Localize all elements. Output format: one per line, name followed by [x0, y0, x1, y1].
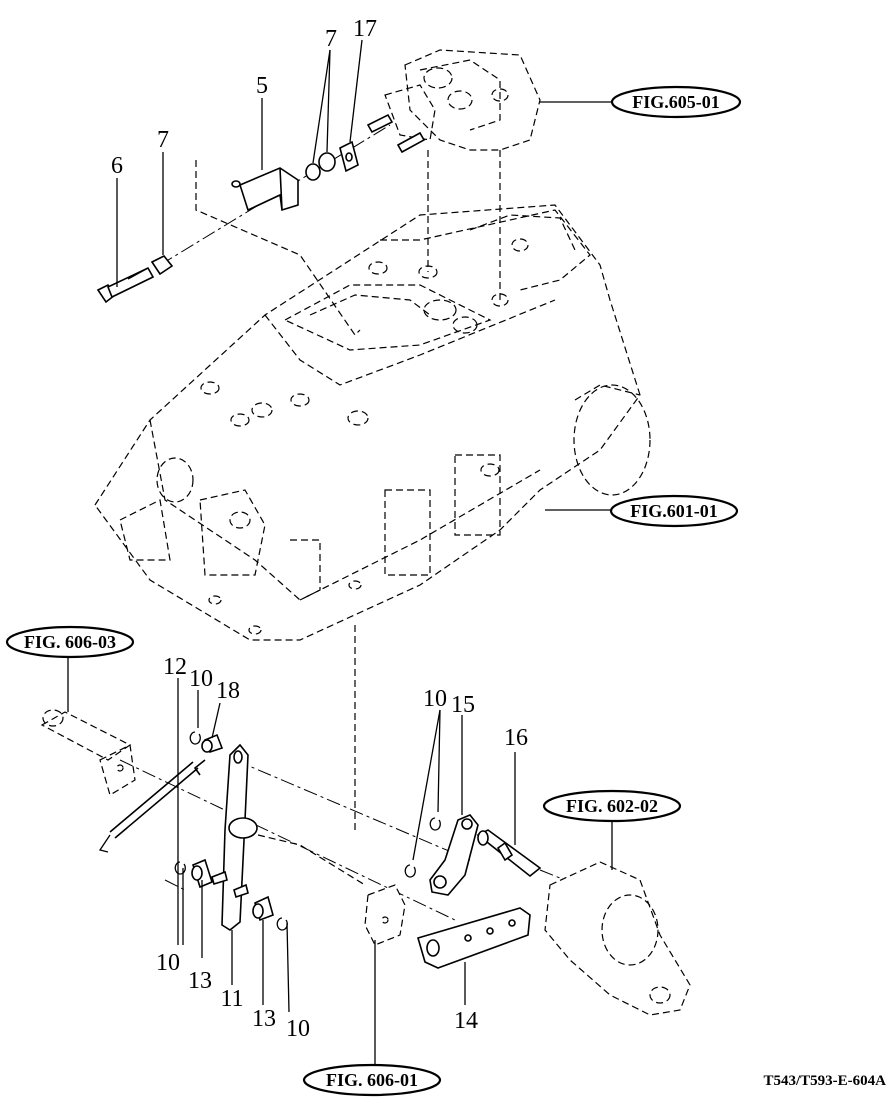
- callout-11: 11: [220, 986, 243, 1012]
- fig-ref-605-01-label: FIG.605-01: [632, 92, 720, 112]
- part-13-roller-right: [252, 895, 274, 922]
- hydraulic-housing-phantom: [94, 204, 651, 641]
- callout-10-top-left: 10: [189, 666, 213, 692]
- callout-13-left: 13: [188, 968, 212, 994]
- shaft-phantom-lower: [257, 834, 406, 946]
- fig-ref-606-01[interactable]: FIG. 606-01: [302, 1063, 442, 1097]
- callout-15: 15: [451, 692, 475, 718]
- drawing-code: T543/T593-E-604A: [763, 1073, 886, 1089]
- part-13-roller-left: [191, 858, 213, 889]
- callout-7-upper: 7: [325, 26, 337, 52]
- control-valve-phantom: [384, 49, 541, 151]
- callout-16: 16: [504, 725, 528, 751]
- lift-arm-phantom: [544, 861, 691, 1016]
- fig-ref-602-02-label: FIG. 602-02: [566, 796, 658, 816]
- callout-7-lower: 7: [157, 127, 169, 153]
- part-6-bolt: [96, 266, 155, 304]
- fig-ref-606-03-label: FIG. 606-03: [24, 632, 116, 652]
- lever-pins: [211, 870, 249, 899]
- callout-12: 12: [163, 654, 187, 680]
- part-14-plate: [417, 907, 531, 969]
- part-5-bracket: [231, 167, 299, 212]
- fig-ref-602-02[interactable]: FIG. 602-02: [542, 789, 682, 823]
- leader-lines: [67, 39, 613, 1065]
- lift-shaft-phantom: [40, 709, 136, 796]
- callout-14: 14: [454, 1008, 478, 1034]
- part-7-nuts-upper: [305, 152, 336, 181]
- callout-5: 5: [256, 73, 268, 99]
- part-17-gasket: [339, 140, 359, 173]
- part-7-nut-lower: [150, 254, 174, 276]
- callout-10-top-right: 10: [423, 686, 447, 712]
- fig-ref-606-03[interactable]: FIG. 606-03: [5, 625, 135, 659]
- valve-studs: [366, 113, 426, 154]
- callout-10-bottom-left: 10: [156, 950, 180, 976]
- callout-18: 18: [216, 678, 240, 704]
- callout-6: 6: [111, 153, 123, 179]
- fig-ref-606-01-label: FIG. 606-01: [326, 1070, 418, 1090]
- callout-10-bottom-right: 10: [286, 1016, 310, 1042]
- part-16-pin: [476, 829, 542, 878]
- part-11-lever: [221, 743, 258, 931]
- part-18-roller: [201, 733, 224, 753]
- fig-ref-601-01[interactable]: FIG.601-01: [609, 494, 739, 528]
- fig-ref-601-01-label: FIG.601-01: [630, 501, 718, 521]
- callout-numbers: 5 6 7 7 17 12 10 18 10 15 16 10 13 11 13…: [111, 16, 528, 1042]
- part-12-spring: [98, 759, 206, 853]
- part-15-link: [429, 814, 479, 896]
- callout-13-right: 13: [252, 1006, 276, 1032]
- callout-17: 17: [353, 16, 377, 42]
- fig-ref-605-01[interactable]: FIG.605-01: [610, 85, 742, 119]
